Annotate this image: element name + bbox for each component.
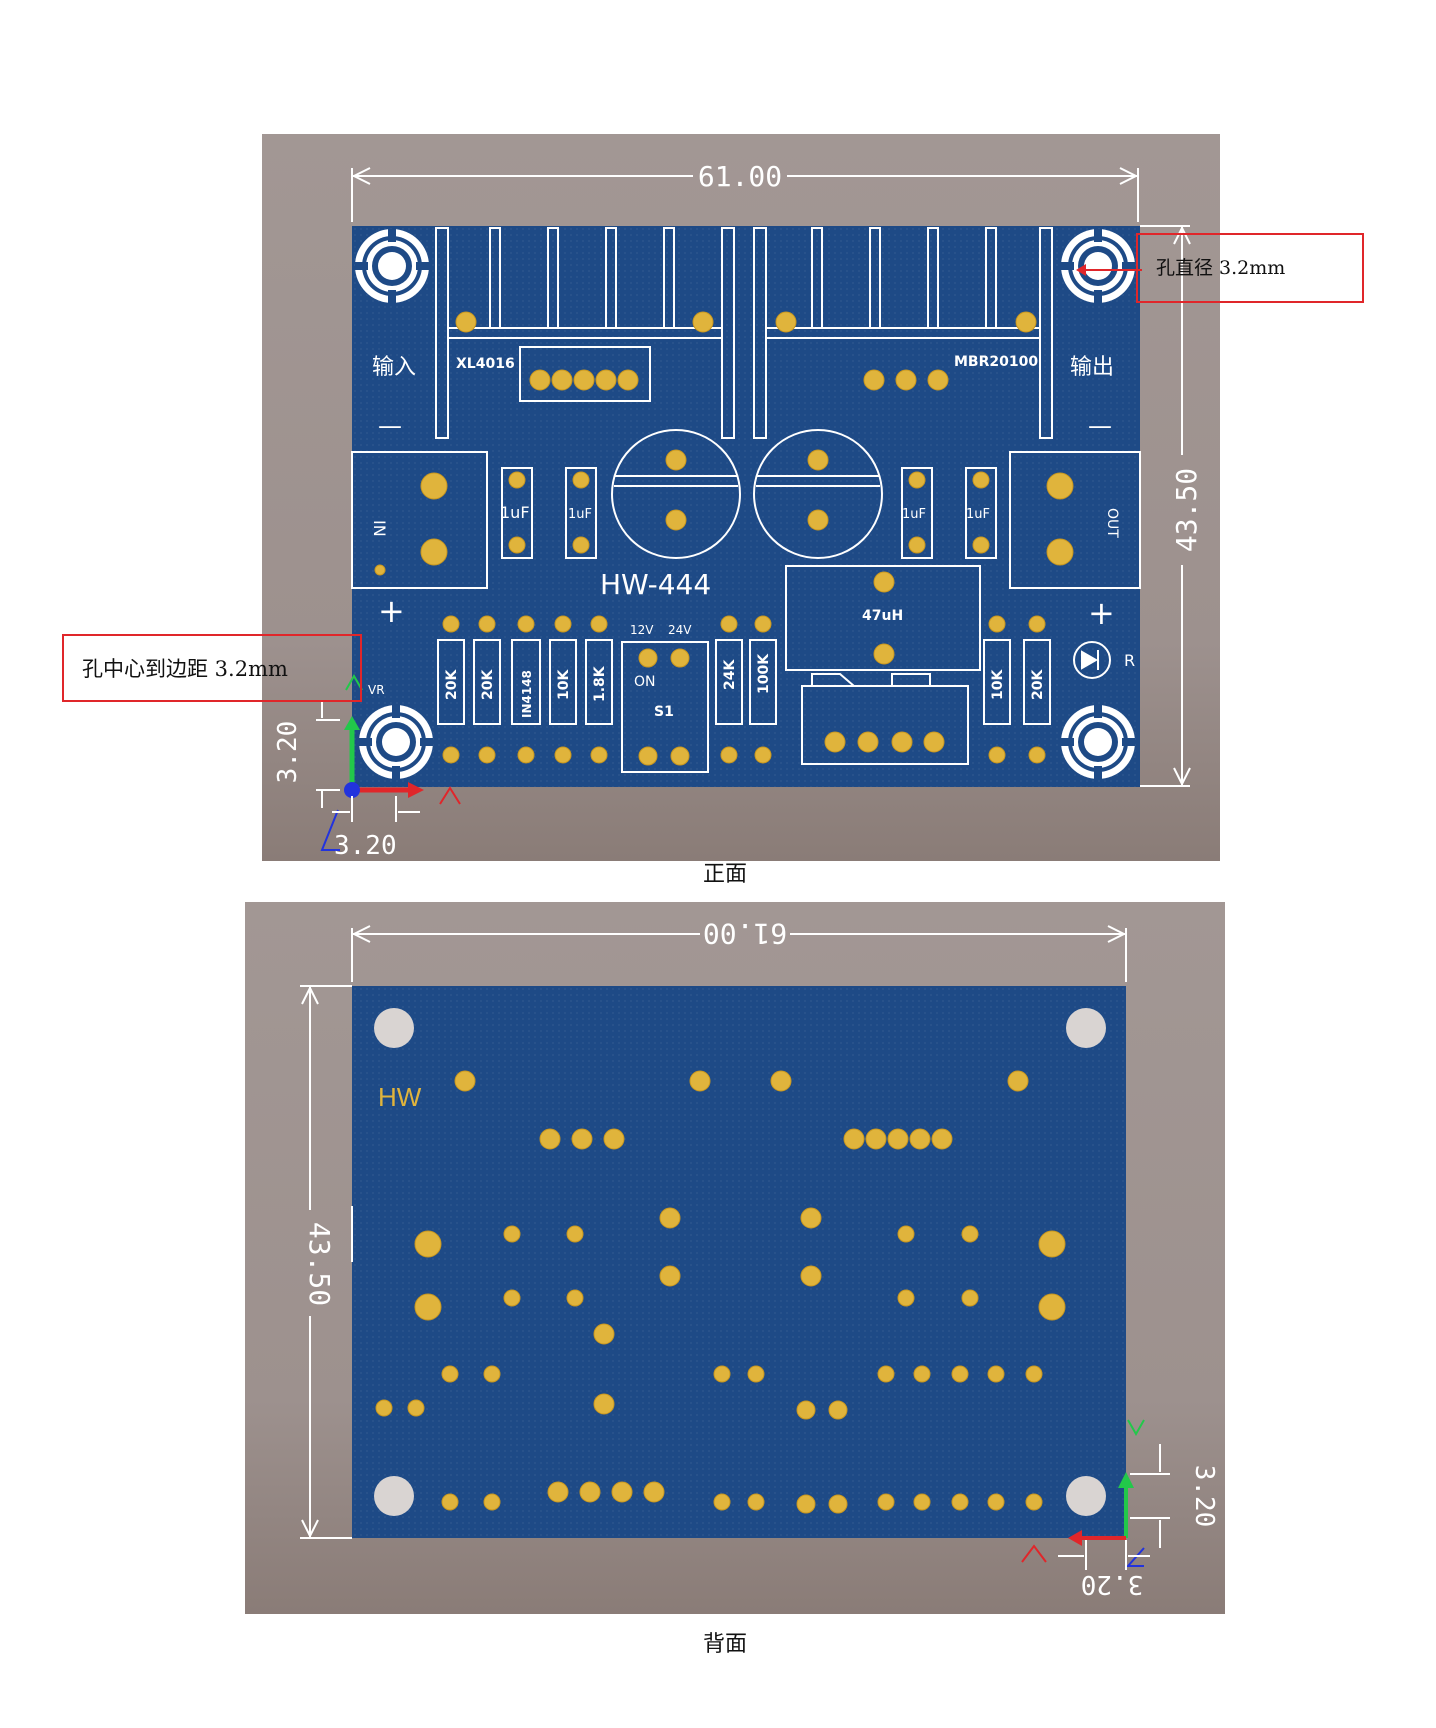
front-caption: 正面	[703, 862, 748, 887]
front-plus-left: +	[378, 592, 405, 630]
resistor-label-7: 100K	[756, 653, 772, 694]
front-resistor-labels: 20K 20K IN4148 10K 1.8K 24K 100K 10K 20K	[444, 653, 1046, 718]
front-plus-right: +	[1088, 594, 1115, 632]
front-height-dimension	[1140, 225, 1191, 787]
callout-arrow	[1076, 264, 1142, 276]
back-width-dimension	[351, 925, 1127, 982]
front-terminal-blocks	[351, 451, 1141, 773]
front-minus-left: —	[378, 412, 402, 440]
resistor-label-9: 20K	[1030, 669, 1046, 700]
resistor-label-2: 20K	[480, 669, 496, 700]
back-height-label: 43.50	[303, 1222, 336, 1306]
led-symbol	[1073, 641, 1111, 679]
back-caption: 背面	[703, 1632, 748, 1657]
resistor-label-5: 1.8K	[592, 665, 608, 702]
front-hole-x-label: 3.20	[334, 831, 397, 861]
front-cap-label-4: 1uF	[966, 507, 990, 522]
front-cap-label-3: 1uF	[902, 507, 926, 522]
back-width-label: 61.00	[703, 917, 787, 950]
hole-diameter-callout: 孔直径 3.2mm	[1136, 233, 1364, 303]
front-pads	[374, 311, 1074, 766]
front-cap-label-2: 1uF	[568, 507, 592, 522]
resistor-label-1: 20K	[444, 669, 460, 700]
back-height-dimension	[300, 985, 353, 1539]
resistor-label-8: 10K	[990, 669, 1006, 700]
hole-center-text: 孔中心到边距 3.2mm	[82, 657, 288, 681]
front-pcb-board	[352, 226, 1140, 787]
front-switch-24v: 24V	[668, 623, 692, 637]
back-hole-dimensions	[1058, 1444, 1170, 1570]
front-output-label: 输出	[1070, 355, 1114, 380]
front-hole-y-label: 3.20	[273, 721, 303, 784]
back-mounting-holes	[374, 1008, 1106, 1516]
front-resistor-bodies	[437, 639, 1051, 725]
front-input-label: 输入	[372, 355, 416, 380]
front-hole-dimensions	[316, 700, 420, 822]
front-chip-label: XL4016	[456, 356, 515, 372]
resistor-label-6: 24K	[722, 659, 738, 690]
front-capacitors	[501, 429, 997, 559]
front-switch-on: ON	[634, 674, 656, 690]
front-out-terminal-label: OUT	[1104, 508, 1120, 538]
front-width-label: 61.00	[698, 160, 782, 193]
front-height-label: 43.50	[1170, 468, 1203, 552]
front-switch-12v: 12V	[630, 623, 654, 637]
front-origin-axes	[320, 673, 461, 851]
front-diode-label: MBR20100	[954, 354, 1038, 370]
front-board-name: HW-444	[600, 568, 711, 601]
resistor-label-3: IN4148	[520, 670, 534, 718]
hole-center-callout: 孔中心到边距 3.2mm	[62, 634, 362, 702]
front-inductor-label: 47uH	[862, 608, 903, 624]
hole-diameter-text: 孔直径 3.2mm	[1156, 257, 1286, 279]
back-hole-x-label: 3.20	[1081, 1569, 1144, 1599]
front-led-r-label: R	[1124, 651, 1135, 670]
front-heatsinks	[435, 227, 1053, 439]
front-mounting-holes	[355, 229, 1135, 779]
xl4016-footprint	[519, 346, 651, 402]
front-width-dimension	[351, 167, 1139, 222]
back-board-label: HW	[378, 1082, 422, 1112]
back-pcb-board	[352, 986, 1126, 1538]
front-minus-right: —	[1088, 412, 1112, 440]
back-pads	[375, 1070, 1066, 1514]
front-cap-label-1: 1uF	[500, 503, 530, 522]
front-switch-name: S1	[654, 704, 674, 720]
front-vr-label: VR	[368, 683, 385, 697]
resistor-label-4: 10K	[556, 669, 572, 700]
back-hole-y-label: 3.20	[1189, 1465, 1219, 1528]
front-in-terminal-label: IN	[370, 520, 389, 537]
